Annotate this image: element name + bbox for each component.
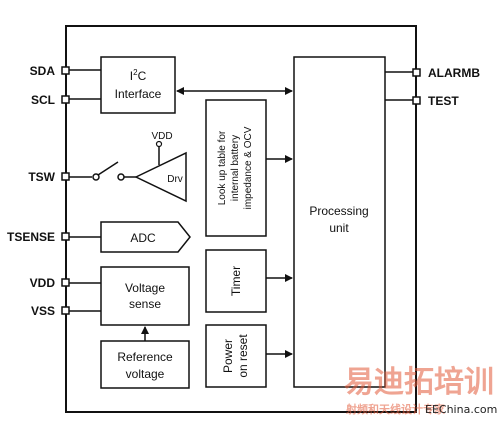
pin-alarmb: ALARMB: [412, 66, 480, 80]
driver-vdd-node: [155, 140, 163, 148]
pin-tsense: TSENSE: [7, 230, 70, 244]
watermark-main: 易迪拓培训: [344, 365, 494, 400]
pin-tsw: TSW: [28, 170, 70, 184]
power-on-reset-block: [205, 324, 267, 388]
processing-unit-block: [293, 56, 386, 388]
pin-alarmb-pad: [412, 68, 421, 77]
timer-label: Timer: [229, 266, 243, 296]
pin-sda: SDA: [30, 64, 70, 78]
pin-tsw-pad: [61, 172, 70, 181]
processing-unit-label-2: unit: [329, 221, 349, 235]
voltage-sense-block: [100, 266, 190, 326]
chip-outline: [65, 25, 417, 413]
i2c-interface-block: [100, 56, 176, 114]
pin-vss: VSS: [31, 304, 70, 318]
i2c-interface-title: I2C: [130, 68, 147, 83]
lookup-table-label-3: impedance & OCV: [243, 126, 254, 209]
pin-vss-pad: [61, 306, 70, 315]
driver-triangle: [134, 151, 187, 203]
pin-scl: SCL: [31, 93, 70, 107]
watermark-site: EEChina.com: [425, 403, 497, 416]
switch-blade: [97, 161, 119, 176]
pin-vdd-pad: [61, 278, 70, 287]
pin-test: TEST: [412, 94, 459, 108]
pin-scl-pad: [61, 95, 70, 104]
power-on-reset-label-2: on reset: [236, 334, 250, 378]
lookup-table-block: [205, 99, 267, 237]
timer-block: [205, 249, 267, 313]
pin-test-label: TEST: [428, 94, 459, 108]
watermark: 易迪拓培训 射频和天线设计专家 EEChina.com: [344, 365, 497, 416]
pin-tsense-pad: [61, 232, 70, 241]
reference-voltage-label-2: voltage: [126, 367, 165, 381]
adc-label: ADC: [130, 231, 156, 245]
adc-block: [100, 221, 191, 253]
lookup-table-label-2: internal battery: [230, 135, 241, 201]
pin-sda-pad: [61, 66, 70, 75]
reference-voltage-label-1: Reference: [117, 350, 173, 364]
driver-label: Drv: [167, 174, 183, 185]
lookup-table-label-1: Look up table for: [217, 130, 228, 205]
switch-contact-right: [117, 173, 125, 181]
driver-vdd-label: VDD: [151, 131, 172, 142]
reference-voltage-block: [100, 340, 190, 389]
pin-tsw-label: TSW: [28, 170, 55, 184]
pin-scl-label: SCL: [31, 93, 55, 107]
processing-unit-label-1: Processing: [309, 204, 368, 218]
pin-vdd: VDD: [30, 276, 70, 290]
pin-alarmb-label: ALARMB: [428, 66, 480, 80]
switch-contact-left: [92, 173, 100, 181]
pin-test-pad: [412, 96, 421, 105]
pin-vdd-label: VDD: [30, 276, 56, 290]
pin-tsense-label: TSENSE: [7, 230, 55, 244]
i2c-interface-label: Interface: [115, 87, 162, 101]
voltage-sense-label-1: Voltage: [125, 281, 165, 295]
watermark-sub: 射频和天线设计专家: [345, 402, 446, 416]
pin-sda-label: SDA: [30, 64, 56, 78]
voltage-sense-label-2: sense: [129, 297, 161, 311]
power-on-reset-label-1: Power: [221, 339, 235, 373]
pin-vss-label: VSS: [31, 304, 55, 318]
